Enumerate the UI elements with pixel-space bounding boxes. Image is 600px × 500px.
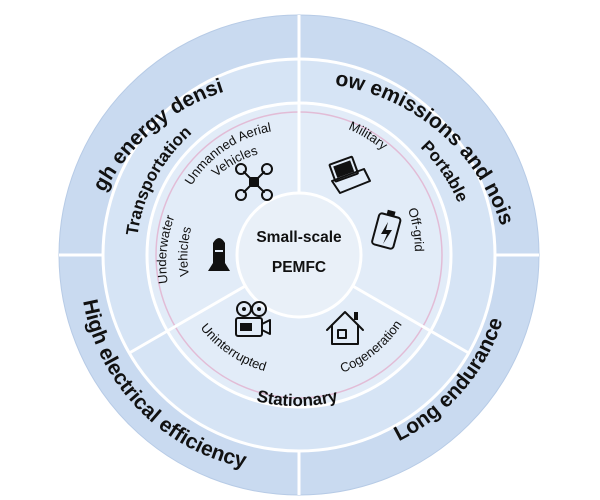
category-divider-left [128,284,247,355]
house-icon [326,311,364,345]
center-label-line2: PEMFC [272,259,326,276]
projector-icon [235,301,271,337]
torpedo-icon [208,238,230,271]
app-underwater-line2: Vehicles [175,224,194,277]
center-circle [235,191,363,319]
drone-icon [235,163,273,201]
category-divider-right [351,284,470,355]
center-label-line1: Small-scale [256,229,342,246]
laptop-icon [328,155,371,194]
battery-charge-icon [371,209,402,250]
